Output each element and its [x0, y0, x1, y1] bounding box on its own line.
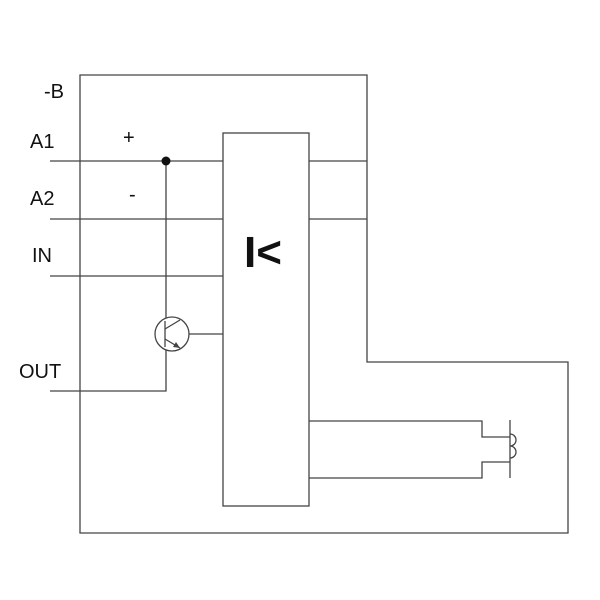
- terminal-label-out: OUT: [19, 361, 61, 383]
- wire-sensor-1: [309, 420, 510, 438]
- module-symbol: I<: [244, 228, 282, 277]
- transistor-icon: [154, 316, 223, 352]
- terminal-label-a2: A2: [30, 188, 54, 210]
- junction-dot: [161, 156, 171, 166]
- minus-sign: -: [129, 184, 136, 206]
- terminal-label-in: IN: [32, 245, 52, 267]
- plus-sign: +: [123, 127, 135, 149]
- enclosure-outline: [79, 74, 569, 534]
- current-monitor-module: [222, 132, 310, 507]
- device-label: -B: [44, 81, 64, 103]
- wire-out: [50, 350, 167, 392]
- wire-sensor-2: [309, 461, 510, 479]
- terminal-label-a1: A1: [30, 131, 54, 153]
- coil-icon: [509, 420, 517, 478]
